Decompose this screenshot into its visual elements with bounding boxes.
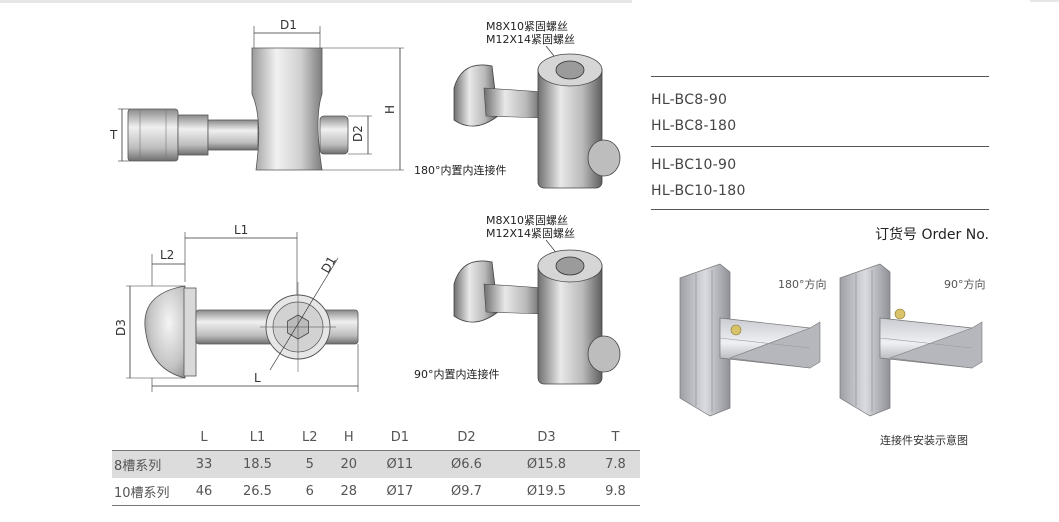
table-cell: Ø9.7: [430, 478, 503, 506]
table-cell: Ø11: [368, 450, 431, 478]
dim-l2-label: L2: [160, 248, 174, 262]
spec-table-header: L L1 L2 H D1 D2 D3 T: [112, 424, 640, 451]
order-rule-bottom: [651, 209, 989, 210]
dim-d2-label: D2: [351, 125, 365, 142]
product-render-90: M8X10紧固螺丝 M12X14紧固螺丝 90°内置内连接件: [414, 214, 621, 385]
screw-spec-2-180: M12X14紧固螺丝: [486, 33, 575, 46]
spec-table: L L1 L2 H D1 D2 D3 T 8槽系列 33 18.5 5 20 Ø…: [112, 424, 640, 506]
dim-t-label: T: [109, 128, 118, 142]
top-divider-right: [1030, 0, 1059, 2]
dim-l1-label: L1: [234, 223, 248, 237]
order-number-label: 订货号 Order No.: [875, 227, 989, 243]
header-cell: D1: [368, 424, 431, 451]
table-cell: 20: [328, 450, 369, 478]
table-cell: 28: [328, 478, 369, 506]
table-cell: Ø15.8: [502, 450, 591, 478]
header-cell: L: [184, 424, 225, 451]
header-cell: [112, 424, 184, 451]
order-code: HL-BC10-90: [651, 157, 737, 173]
table-cell: 6: [290, 478, 329, 506]
table-cell: 18.5: [224, 450, 291, 478]
table-cell: Ø19.5: [502, 478, 591, 506]
screw-spec-1-90: M8X10紧固螺丝: [486, 214, 568, 227]
dim-d1b-label: D1: [318, 254, 339, 276]
installation-illustration: 180°方向 90°方向: [679, 263, 986, 417]
table-cell: Ø17: [368, 478, 431, 506]
header-cell: T: [590, 424, 640, 451]
order-code: HL-BC10-180: [651, 183, 746, 199]
table-cell: Ø6.6: [430, 450, 503, 478]
top-divider: [0, 0, 632, 3]
drawing-end-view: L1 L2 D1 D3 L: [114, 223, 359, 392]
table-cell: 9.8: [590, 478, 640, 506]
table-cell: 33: [184, 450, 225, 478]
header-cell: D3: [502, 424, 591, 451]
screw-spec-1-180: M8X10紧固螺丝: [486, 20, 568, 33]
direction-90-label: 90°方向: [944, 277, 986, 291]
dim-l-label: L: [254, 371, 261, 385]
installation-caption: 连接件安装示意图: [880, 434, 968, 447]
dim-d3-label: D3: [114, 319, 128, 336]
drawing-side-view: D1 T D2 H: [109, 18, 404, 171]
caption-90: 90°内置内连接件: [414, 367, 500, 381]
header-cell: L2: [290, 424, 329, 451]
dim-h-label: H: [383, 105, 397, 114]
order-code: HL-BC8-90: [651, 92, 728, 108]
dim-d1-label: D1: [280, 18, 297, 32]
order-rule-top: [651, 76, 989, 77]
table-cell: 5: [290, 450, 329, 478]
table-cell: 10槽系列: [112, 478, 184, 506]
assembly-180: 180°方向: [679, 263, 827, 417]
order-rule-mid: [651, 146, 989, 147]
table-cell: 7.8: [590, 450, 640, 478]
order-code: HL-BC8-180: [651, 118, 737, 134]
table-cell: 8槽系列: [112, 450, 184, 478]
header-cell: D2: [430, 424, 503, 451]
table-row: 10槽系列 46 26.5 6 28 Ø17 Ø9.7 Ø19.5 9.8: [112, 478, 640, 506]
table-row: 8槽系列 33 18.5 5 20 Ø11 Ø6.6 Ø15.8 7.8: [112, 450, 640, 478]
header-cell: L1: [224, 424, 291, 451]
screw-spec-2-90: M12X14紧固螺丝: [486, 227, 575, 240]
table-cell: 46: [184, 478, 225, 506]
direction-180-label: 180°方向: [778, 277, 827, 291]
product-render-180: M8X10紧固螺丝 M12X14紧固螺丝 180°内置内连接件: [414, 20, 621, 189]
caption-180: 180°内置内连接件: [414, 163, 507, 177]
header-cell: H: [328, 424, 369, 451]
table-cell: 26.5: [224, 478, 291, 506]
assembly-90: 90°方向: [839, 263, 986, 417]
